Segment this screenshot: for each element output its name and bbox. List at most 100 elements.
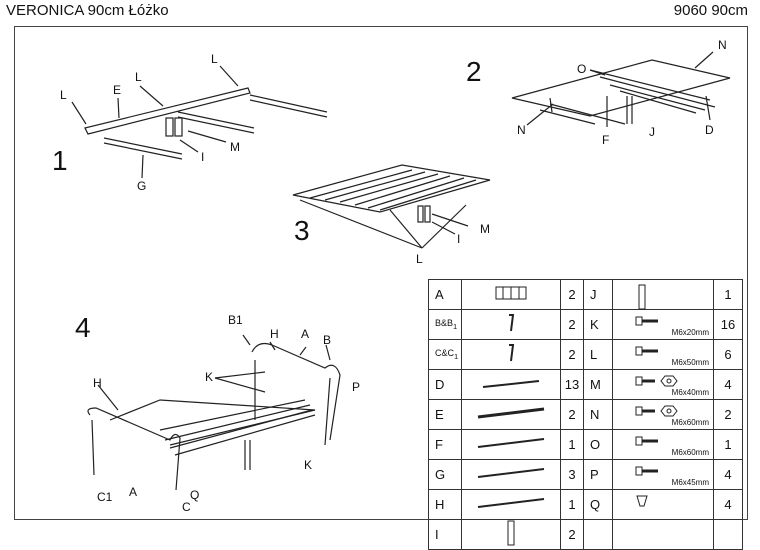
part-label: D xyxy=(705,123,714,137)
part-label: I xyxy=(457,232,461,246)
part-letter: Q xyxy=(583,489,613,520)
bracket-icon xyxy=(461,309,561,340)
part-label: F xyxy=(602,133,610,147)
part-label: L xyxy=(60,88,67,102)
step1-drawing xyxy=(71,65,328,179)
part-quantity: 13 xyxy=(560,369,584,400)
slat-icon xyxy=(461,369,561,400)
part-label: K xyxy=(205,370,214,384)
part-letter: G xyxy=(428,459,462,490)
part-letter: D xyxy=(428,369,462,400)
part-quantity: 4 xyxy=(713,459,743,490)
part-label: P xyxy=(352,380,361,394)
bar-icon xyxy=(461,429,561,460)
part-letter: F xyxy=(428,429,462,460)
part-label: M xyxy=(480,222,490,236)
part-size: M6x20mm xyxy=(671,328,709,337)
instruction-frame xyxy=(14,26,748,520)
step4-drawing xyxy=(87,334,341,491)
part-letter: N xyxy=(583,399,613,430)
part-label: K xyxy=(304,458,313,472)
part-label: M xyxy=(230,140,240,154)
part-letter: L xyxy=(583,339,613,370)
bolt-nut-icon: M6x60mm xyxy=(612,399,714,430)
part-quantity: 2 xyxy=(560,309,584,340)
headboard-icon xyxy=(461,279,561,310)
part-label: I xyxy=(201,150,205,164)
bolt-icon: M6x45mm xyxy=(612,459,714,490)
part-quantity: 2 xyxy=(560,279,584,310)
part-size: M6x50mm xyxy=(671,358,709,367)
step-number-4: 4 xyxy=(75,312,91,343)
part-quantity: 2 xyxy=(560,399,584,430)
part-label: L xyxy=(135,70,142,84)
part-label: L xyxy=(416,252,423,266)
bracket-icon xyxy=(461,339,561,370)
bar-icon xyxy=(461,459,561,490)
part-label: O xyxy=(577,62,587,76)
part-quantity: 6 xyxy=(713,339,743,370)
part-letter: E xyxy=(428,399,462,430)
step-number-3: 3 xyxy=(294,215,310,246)
part-label: A xyxy=(129,485,138,499)
step3-drawing xyxy=(292,164,491,249)
part-size: M6x45mm xyxy=(671,478,709,487)
step2-drawing xyxy=(511,51,731,127)
step-number-2: 2 xyxy=(466,56,482,87)
part-label: C xyxy=(182,500,191,514)
part-quantity: 1 xyxy=(713,429,743,460)
part-label: N xyxy=(718,38,727,52)
part-quantity: 3 xyxy=(560,459,584,490)
part-letter: H xyxy=(428,489,462,520)
part-label: H xyxy=(270,327,279,341)
empty-cell xyxy=(713,519,743,550)
part-quantity: 2 xyxy=(713,399,743,430)
part-label: G xyxy=(137,179,147,193)
part-label: A xyxy=(301,327,310,341)
bolt-icon: M6x20mm xyxy=(612,309,714,340)
assembly-drawings xyxy=(71,51,731,491)
part-quantity: 1 xyxy=(560,489,584,520)
part-label: H xyxy=(93,376,102,390)
part-letter: K xyxy=(583,309,613,340)
empty-cell xyxy=(583,519,613,550)
part-letter: I xyxy=(428,519,462,550)
rail-icon xyxy=(461,399,561,430)
part-quantity: 4 xyxy=(713,369,743,400)
part-quantity: 4 xyxy=(713,489,743,520)
bolt-icon: M6x60mm xyxy=(612,429,714,460)
part-letter: C&C1 xyxy=(428,339,462,370)
part-letter: A xyxy=(428,279,462,310)
bar-icon xyxy=(461,489,561,520)
part-quantity: 16 xyxy=(713,309,743,340)
part-label: B xyxy=(323,333,332,347)
part-letter: P xyxy=(583,459,613,490)
part-size: M6x40mm xyxy=(671,388,709,397)
part-letter: O xyxy=(583,429,613,460)
part-label: E xyxy=(113,83,122,97)
document-title: VERONICA 90cm Łóżko xyxy=(6,2,169,19)
part-size: M6x60mm xyxy=(671,418,709,427)
part-label: Q xyxy=(190,488,200,502)
part-size: M6x60mm xyxy=(671,448,709,457)
part-letter: J xyxy=(583,279,613,310)
product-code: 9060 90cm xyxy=(673,2,748,19)
part-letter: B&B1 xyxy=(428,309,462,340)
step-number-1: 1 xyxy=(52,145,68,176)
part-label: B1 xyxy=(228,313,243,327)
bolt-nut-icon: M6x40mm xyxy=(612,369,714,400)
part-quantity: 2 xyxy=(560,519,584,550)
part-label: C1 xyxy=(97,490,113,504)
part-quantity: 1 xyxy=(713,279,743,310)
part-quantity: 2 xyxy=(560,339,584,370)
part-letter: M xyxy=(583,369,613,400)
leg-icon xyxy=(612,279,714,310)
